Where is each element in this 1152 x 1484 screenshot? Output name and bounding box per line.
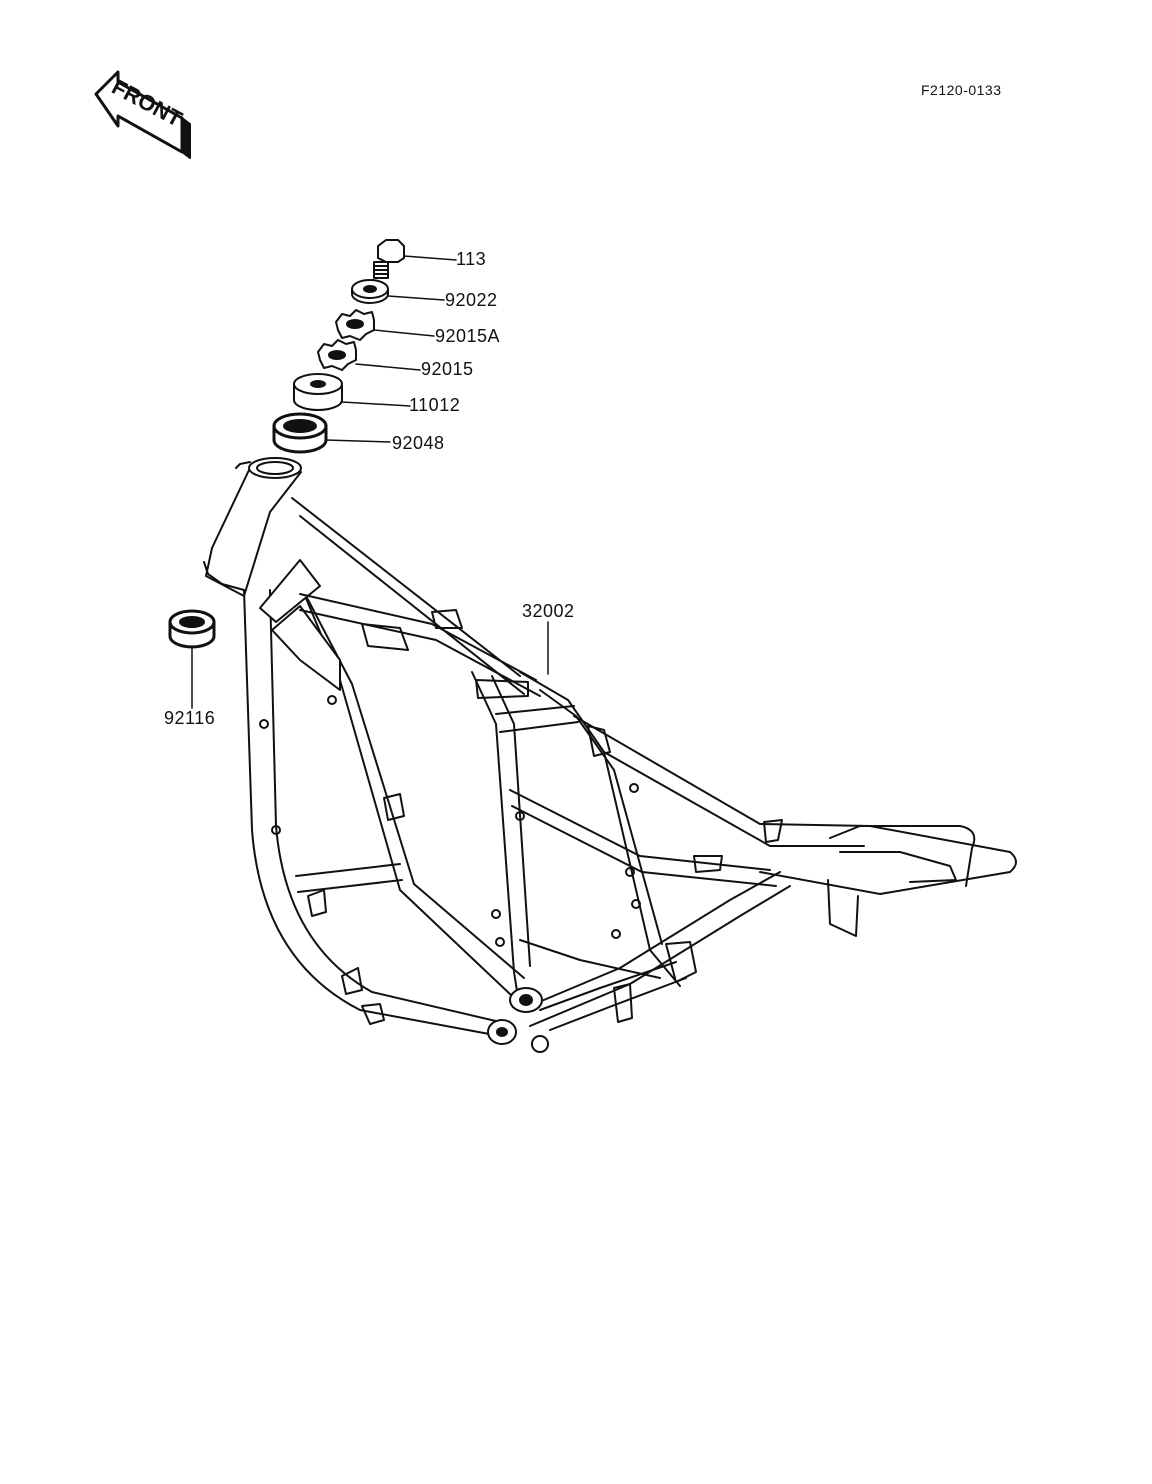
bearing-92116-icon [168,609,216,649]
front-arrow-icon: FRONT [94,70,191,159]
leader-lines [191,255,549,709]
part-label-32002: 32002 [522,601,575,621]
part-label-92048: 92048 [392,433,445,453]
part-label-92015: 92015 [421,359,474,379]
bearing-92048-icon [272,412,328,454]
part-label-92015a: 92015A [435,326,501,346]
part-label-92022: 92022 [445,290,498,310]
part-label-92116: 92116 [164,708,216,728]
lock-washer-92015A-icon [335,309,375,341]
frame-32002-drawing [203,457,1017,1053]
nut-11012-icon [293,373,343,411]
part-label-11012: 11012 [409,395,461,415]
part-label-113: 113 [456,249,487,269]
washer-92022-icon [351,279,389,304]
lock-washer-92015-icon [317,339,357,371]
bolt-113-icon [373,239,405,279]
drawing-reference-number: F2120-0133 [921,82,1002,98]
